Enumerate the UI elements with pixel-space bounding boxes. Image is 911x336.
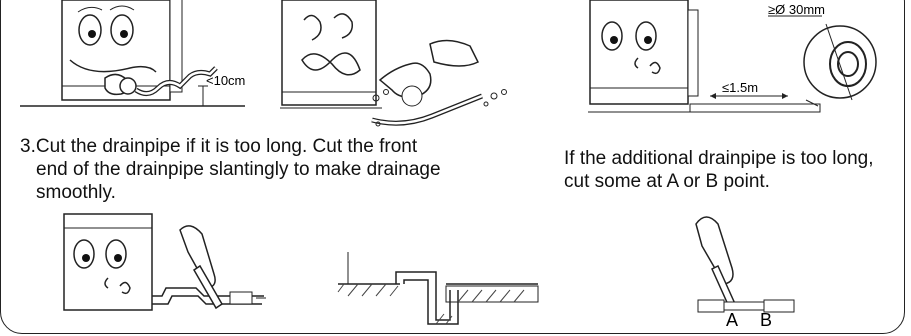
step3-line2: end of the drainpipe slantingly to make … [36, 159, 441, 181]
step3-line1: 3.Cut the drainpipe if it is too long. C… [20, 136, 417, 158]
washer-hose-near-figure: <10cm [20, 0, 280, 112]
point-b-label: B [760, 310, 772, 330]
note-line2: cut some at A or B point. [564, 171, 770, 193]
step3-line3: smoothly. [36, 182, 116, 204]
distance-label: <10cm [206, 73, 245, 88]
length-label: ≤1.5m [722, 80, 758, 95]
washer-water-splash-figure [282, 0, 532, 132]
washer-cut-drainpipe-figure [60, 206, 280, 326]
cut-points-a-b-figure: A B [672, 208, 822, 328]
drainpipe-floor-drain-figure [338, 244, 548, 328]
note-line1: If the additional drainpipe is too long, [564, 148, 874, 170]
washer-drainpipe-diameter-figure: ≤1.5m ≥Ø 30mm [590, 0, 890, 124]
point-a-label: A [726, 310, 738, 330]
diameter-label: ≥Ø 30mm [768, 2, 825, 17]
